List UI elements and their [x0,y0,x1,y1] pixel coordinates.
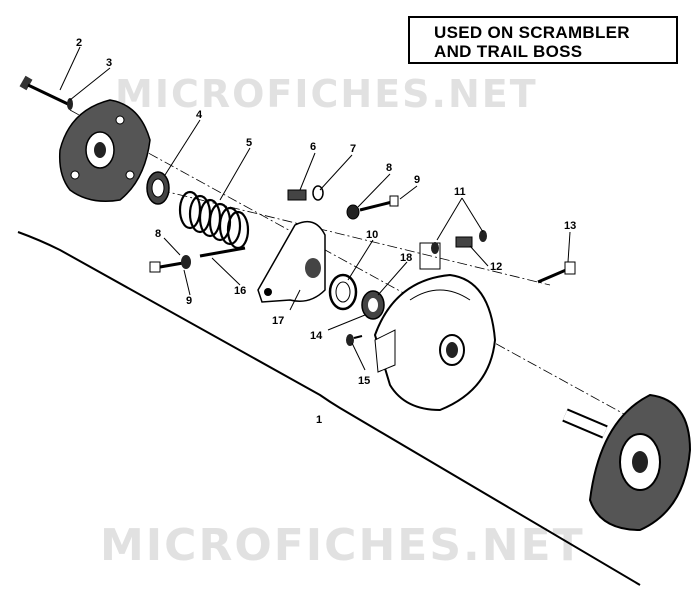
callout-4: 4 [196,109,203,121]
callout-5: 5 [246,137,252,149]
callout-3: 3 [106,57,112,69]
part-16-pin [199,246,246,258]
callout-2: 2 [76,37,82,49]
part-2-bolt [19,75,71,107]
applicability-line-1: USED ON SCRAMBLER [434,23,630,42]
applicability-note-box: USED ON SCRAMBLER AND TRAIL BOSS [408,16,678,64]
callout-9-lower: 9 [186,295,192,307]
part-5-spring [178,190,250,250]
part-13-bolt [537,261,576,284]
part-15-screw [346,334,363,346]
applicability-line-2: AND TRAIL BOSS [434,42,583,61]
callout-17: 17 [272,315,284,327]
callout-14: 14 [310,330,323,342]
part-8-9-upper [346,195,399,220]
part-18-spacer [361,290,385,320]
leader-lines [59,46,571,371]
callout-12: 12 [490,261,502,273]
part-6-7-roller [287,185,324,201]
callout-10: 10 [366,229,378,241]
callout-11: 11 [454,186,466,198]
centerline-upper [159,189,551,286]
part-8-9-lower [149,255,191,273]
part-10-bushing [328,273,358,311]
fixed-sheave [562,393,692,532]
callout-8-lower: 8 [155,228,161,240]
callout-9-upper: 9 [414,174,420,186]
part-17-bracket [257,220,326,303]
part-3-washer [67,98,73,110]
callout-15: 15 [358,375,370,387]
moveable-sheave [373,273,497,412]
callout-13: 13 [564,220,576,232]
watermark-bottom: MICROFICHES.NET [100,520,585,571]
assembly-bracket-line [17,231,641,586]
callout-16: 16 [234,285,246,297]
callout-1: 1 [316,414,322,426]
part-4-bushing [146,171,170,205]
callout-6: 6 [310,141,316,153]
callout-18: 18 [400,252,412,264]
watermark-top: MICROFICHES.NET [115,72,538,116]
clutch-cover [58,99,151,202]
part-11-12-roller [419,230,487,270]
callout-8-upper: 8 [386,162,392,174]
callout-7: 7 [350,143,356,155]
